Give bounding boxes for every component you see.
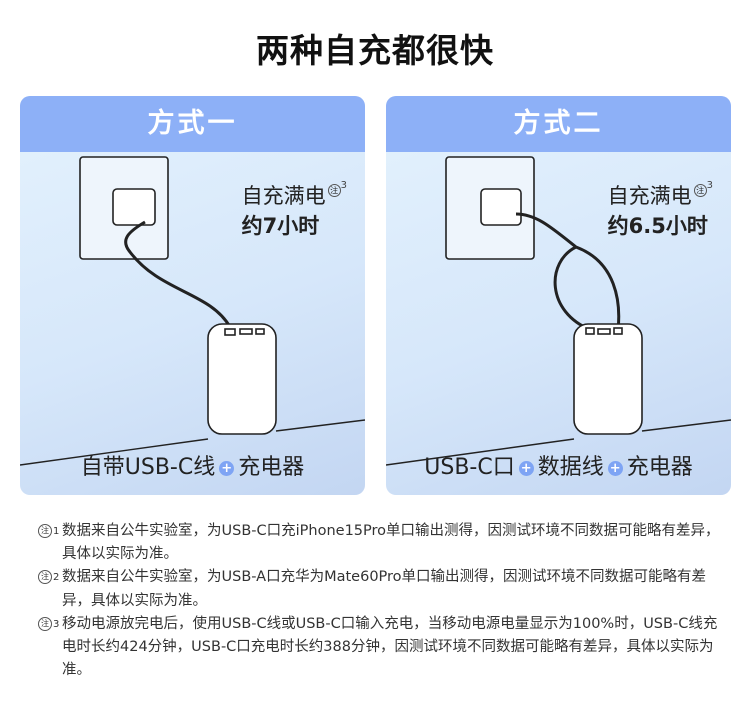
time-label: 自充满电	[607, 184, 692, 208]
card-caption: 自带USB-C线+充电器	[20, 449, 365, 481]
time-value: 约6.5小时	[607, 214, 708, 238]
note-number: 3	[340, 180, 347, 191]
note-mark-icon: 注	[38, 524, 52, 538]
card-header: 方式二	[386, 96, 731, 152]
table-edge	[20, 419, 365, 466]
table-edge	[386, 419, 731, 466]
footnote-text: 数据来自公牛实验室，为USB-C口充iPhone15Pro单口输出测得，因测试环…	[62, 523, 720, 563]
plus-icon: +	[518, 460, 534, 476]
power-bank-icon	[207, 323, 277, 435]
footnote-number: 2	[53, 572, 60, 584]
caption-part: 充电器	[238, 455, 305, 480]
footnote-number: 3	[53, 618, 60, 630]
cable-icon	[515, 212, 621, 332]
note-mark-icon: 注	[38, 616, 52, 631]
card-caption: USB-C口+数据线+充电器	[386, 449, 731, 481]
note-mark-icon: 注	[38, 570, 52, 585]
cable-icon	[124, 220, 232, 328]
note-number: 3	[706, 180, 713, 191]
footnote-number: 1	[53, 526, 60, 537]
charging-illustration	[20, 156, 365, 466]
time-value: 约7小时	[241, 214, 320, 238]
charger-icon	[112, 188, 156, 226]
note-mark-icon: 注	[327, 184, 341, 197]
caption-part: USB-C口	[424, 455, 515, 480]
caption-part: 数据线	[537, 455, 604, 480]
caption-part: 充电器	[626, 455, 693, 480]
charger-icon	[480, 188, 522, 226]
page-title: 两种自充都很快	[256, 31, 494, 70]
footnote-text: 移动电源放完电后，使用USB-C线或USB-C口输入充电，当移动电源电量显示为1…	[62, 615, 718, 679]
power-bank-icon	[573, 323, 643, 435]
card-header: 方式一	[20, 96, 365, 152]
footnote-text: 数据来自公牛实验室，为USB-A口充华为Mate60Pro单口输出测得，因测试环…	[62, 569, 707, 609]
charging-illustration	[386, 156, 731, 466]
time-label: 自充满电	[241, 184, 326, 208]
plus-icon: +	[607, 460, 623, 476]
plus-icon: +	[219, 460, 235, 476]
note-mark-icon: 注	[693, 184, 707, 197]
caption-part: 自带USB-C线	[80, 455, 216, 480]
